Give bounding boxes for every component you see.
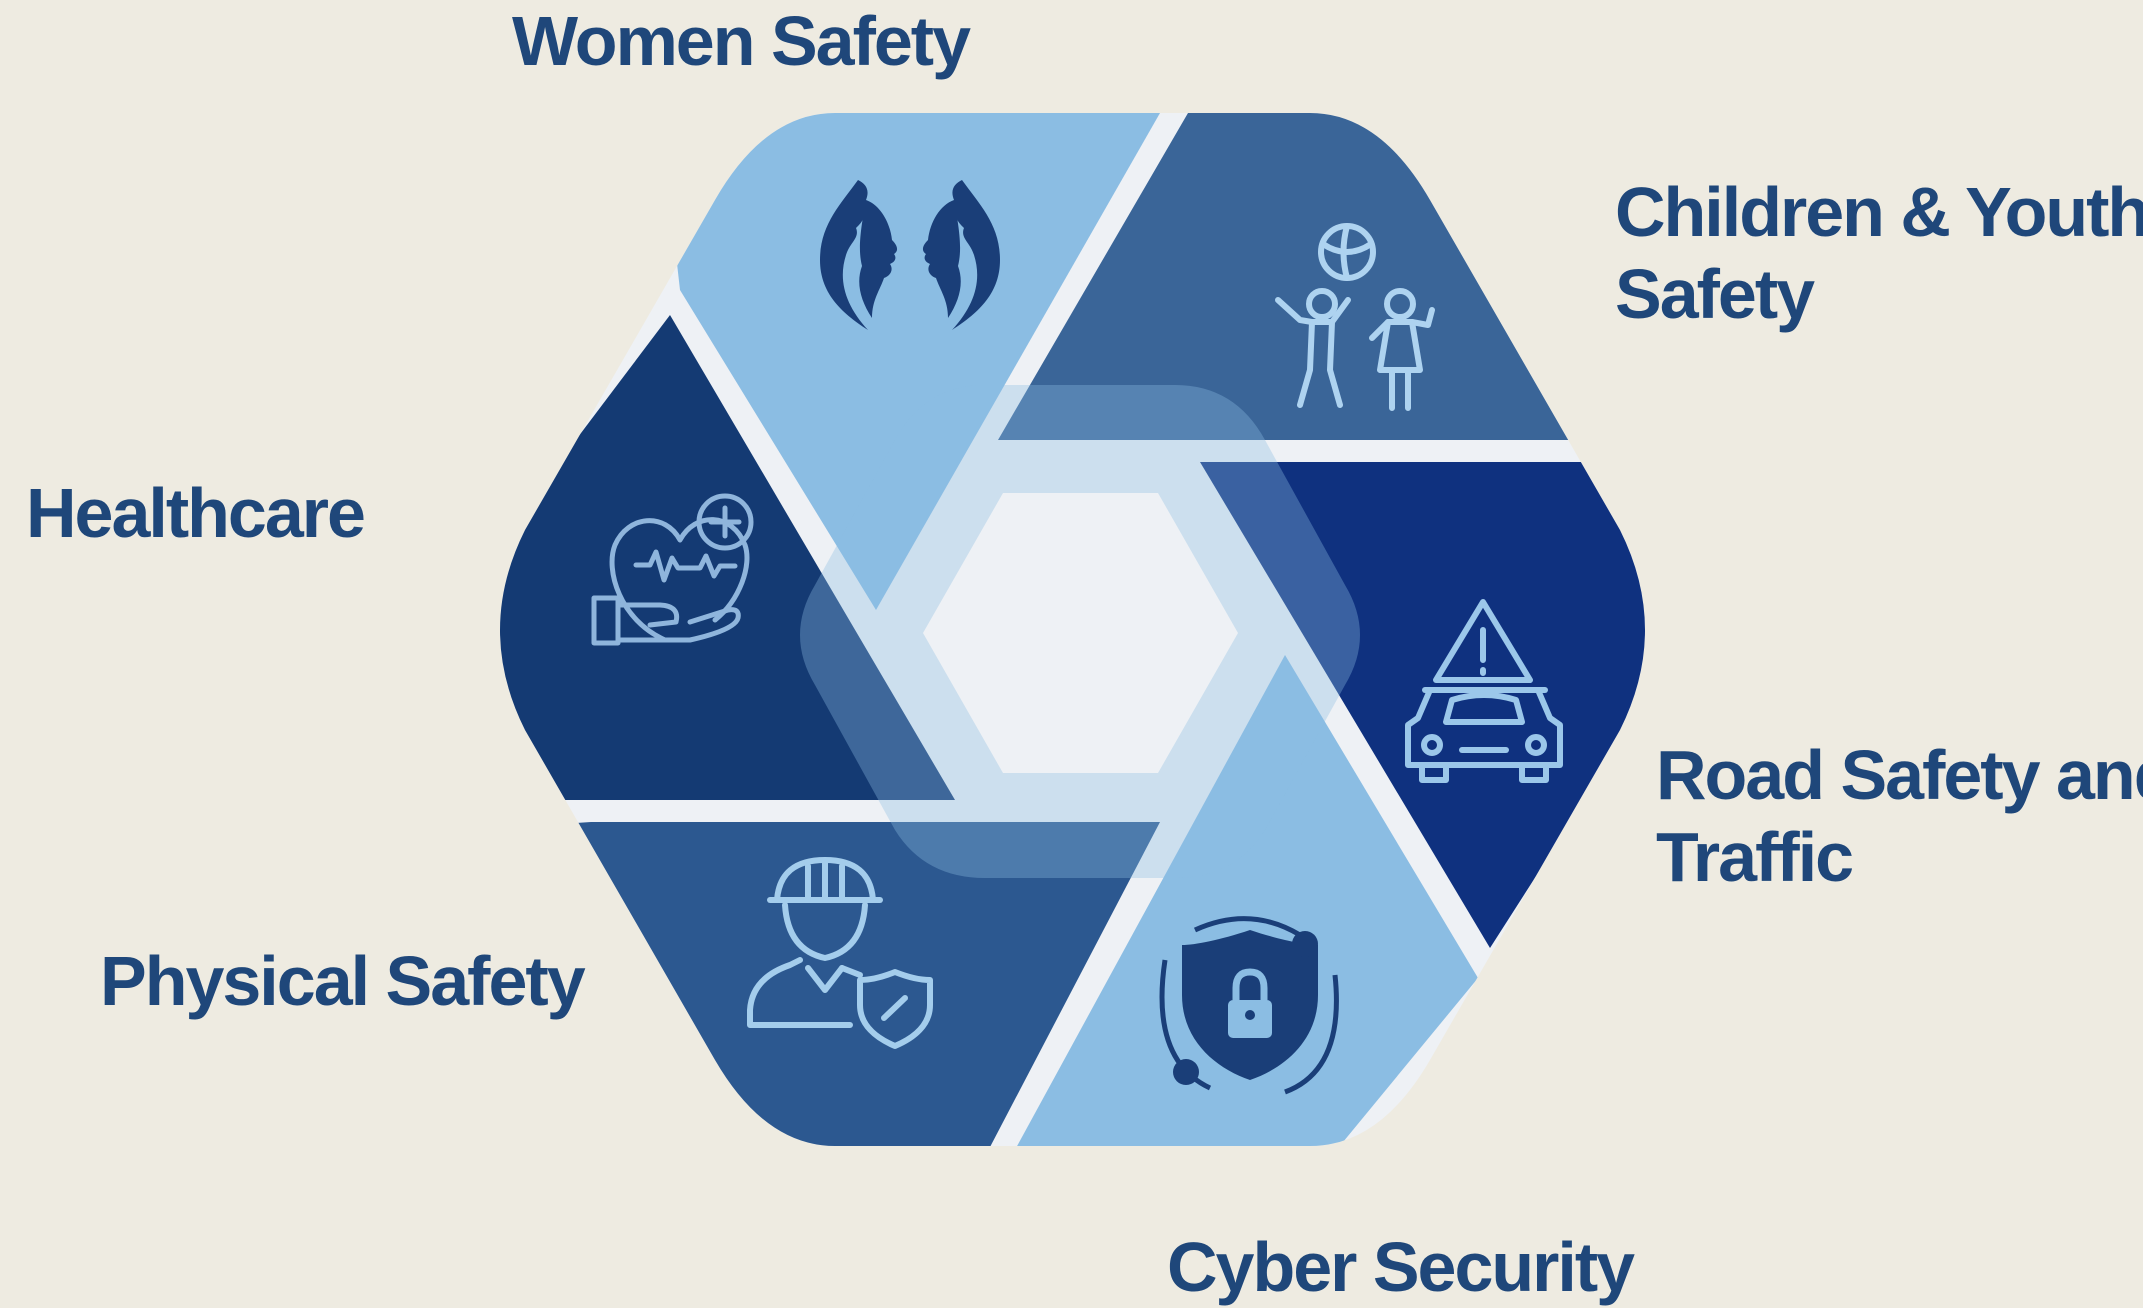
label-cyber-security: Cyber Security xyxy=(1167,1226,1635,1308)
worker-helmet-shield-icon xyxy=(747,857,933,1049)
label-children-line-2: Safety xyxy=(1615,255,1815,333)
label-physical-line-1: Physical Safety xyxy=(100,942,586,1020)
shield-lock-icon xyxy=(1159,916,1339,1095)
segment-cyber xyxy=(1004,655,1478,1146)
segment-women xyxy=(660,113,1160,610)
label-road-line-2: Traffic xyxy=(1656,818,1854,896)
center-hexagon xyxy=(923,493,1238,773)
label-healthcare: Healthcare xyxy=(26,472,366,554)
label-road-line-1: Road Safety and xyxy=(1656,736,2143,814)
label-cyber-line-1: Cyber Security xyxy=(1167,1228,1635,1306)
segment-health xyxy=(500,315,955,800)
label-physical-safety: Physical Safety xyxy=(100,940,586,1022)
label-healthcare-line-1: Healthcare xyxy=(26,474,366,552)
label-women-safety: Women Safety xyxy=(512,0,971,82)
label-children-youth-safety: Children & Youth Safety xyxy=(1615,171,2143,335)
label-children-line-1: Children & Youth xyxy=(1615,173,2143,251)
car-warning-icon xyxy=(1405,599,1563,783)
heart-hand-care-icon xyxy=(591,493,754,646)
women-profiles-icon xyxy=(820,180,1000,330)
children-playing-icon xyxy=(1275,223,1435,411)
label-women-safety-line-1: Women Safety xyxy=(512,2,971,80)
label-road-safety-traffic: Road Safety and Traffic xyxy=(1656,734,2143,898)
